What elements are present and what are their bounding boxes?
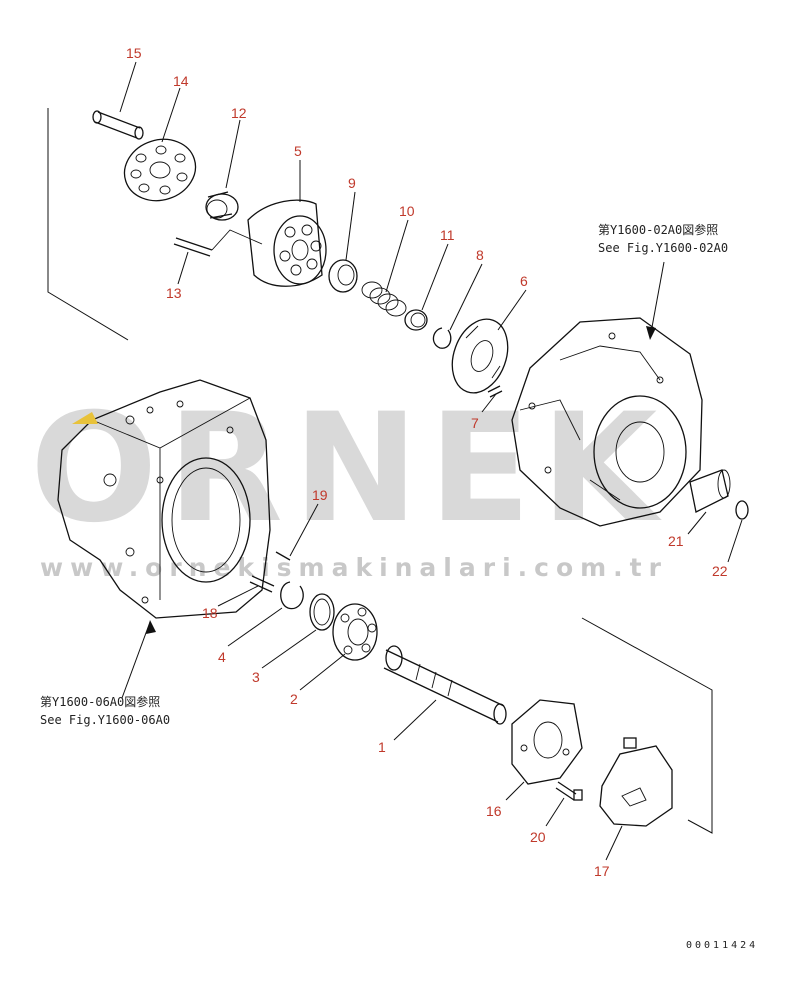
part-2-bearing bbox=[332, 603, 378, 661]
callout-14: 14 bbox=[173, 73, 189, 89]
part-1-shaft bbox=[383, 645, 507, 725]
callout-6: 6 bbox=[520, 273, 528, 289]
part-8-snap-ring bbox=[432, 327, 452, 349]
upper-housing bbox=[511, 317, 703, 527]
callout-3: 3 bbox=[252, 669, 260, 685]
callout-21: 21 bbox=[668, 533, 684, 549]
boundary-lines bbox=[47, 108, 713, 834]
callout-9: 9 bbox=[348, 175, 356, 191]
part-5-cylinder-block bbox=[247, 199, 327, 287]
part-20-bolt bbox=[555, 781, 583, 801]
part-18-pin bbox=[249, 575, 275, 593]
document-number: 00011424 bbox=[686, 940, 758, 951]
reference-upper: 第Y1600-02A0図参照 See Fig.Y1600-02A0 bbox=[598, 222, 728, 255]
callout-2: 2 bbox=[290, 691, 298, 707]
watermark-url: www.ornekismakinalari.com.tr bbox=[40, 553, 668, 582]
part-15-pin bbox=[92, 110, 144, 140]
part-21-sleeve bbox=[689, 469, 731, 513]
reference-lower-jp: 第Y1600-06A0図参照 bbox=[40, 694, 160, 709]
callout-8: 8 bbox=[476, 247, 484, 263]
reference-lower: 第Y1600-06A0図参照 See Fig.Y1600-06A0 bbox=[40, 694, 170, 727]
reference-upper-en: See Fig.Y1600-02A0 bbox=[598, 241, 728, 255]
part-13-pin bbox=[173, 229, 263, 257]
part-19-pin bbox=[275, 551, 291, 561]
leader-lines bbox=[119, 61, 743, 861]
callout-1: 1 bbox=[378, 739, 386, 755]
part-22-ring bbox=[735, 500, 749, 520]
part-11-ring bbox=[404, 309, 428, 331]
part-14-retainer-plate bbox=[123, 138, 197, 202]
part-17-cover bbox=[599, 737, 673, 827]
callout-18: 18 bbox=[202, 605, 218, 621]
callout-16: 16 bbox=[486, 803, 502, 819]
reference-upper-jp: 第Y1600-02A0図参照 bbox=[598, 222, 718, 237]
callout-5: 5 bbox=[294, 143, 302, 159]
callout-17: 17 bbox=[594, 863, 610, 879]
part-4-snap-ring bbox=[280, 581, 304, 610]
watermark: ORNEK www.ornekismakinalari.com.tr bbox=[30, 382, 668, 582]
part-16-bracket bbox=[511, 699, 583, 785]
part-10-spring bbox=[361, 281, 407, 317]
callout-labels: 15 14 12 5 9 10 11 8 6 7 13 19 18 4 3 2 … bbox=[126, 45, 728, 879]
callout-19: 19 bbox=[312, 487, 328, 503]
callout-4: 4 bbox=[218, 649, 226, 665]
lower-housing bbox=[57, 379, 271, 619]
watermark-brand: ORNEK bbox=[30, 382, 667, 556]
accent-triangle bbox=[72, 412, 98, 424]
callout-20: 20 bbox=[530, 829, 546, 845]
callout-7: 7 bbox=[471, 415, 479, 431]
callout-22: 22 bbox=[712, 563, 728, 579]
reference-lower-en: See Fig.Y1600-06A0 bbox=[40, 713, 170, 727]
callout-12: 12 bbox=[231, 105, 247, 121]
part-6-valve-plate bbox=[451, 318, 509, 394]
callout-11: 11 bbox=[440, 227, 455, 243]
arrow-head-upper bbox=[646, 326, 656, 340]
part-9-ring bbox=[328, 259, 358, 293]
part-12-bushing bbox=[205, 191, 239, 221]
arrow-head-lower bbox=[146, 620, 156, 634]
callout-10: 10 bbox=[399, 203, 415, 219]
callout-15: 15 bbox=[126, 45, 142, 61]
callout-13: 13 bbox=[166, 285, 182, 301]
part-3-ring bbox=[309, 593, 335, 631]
